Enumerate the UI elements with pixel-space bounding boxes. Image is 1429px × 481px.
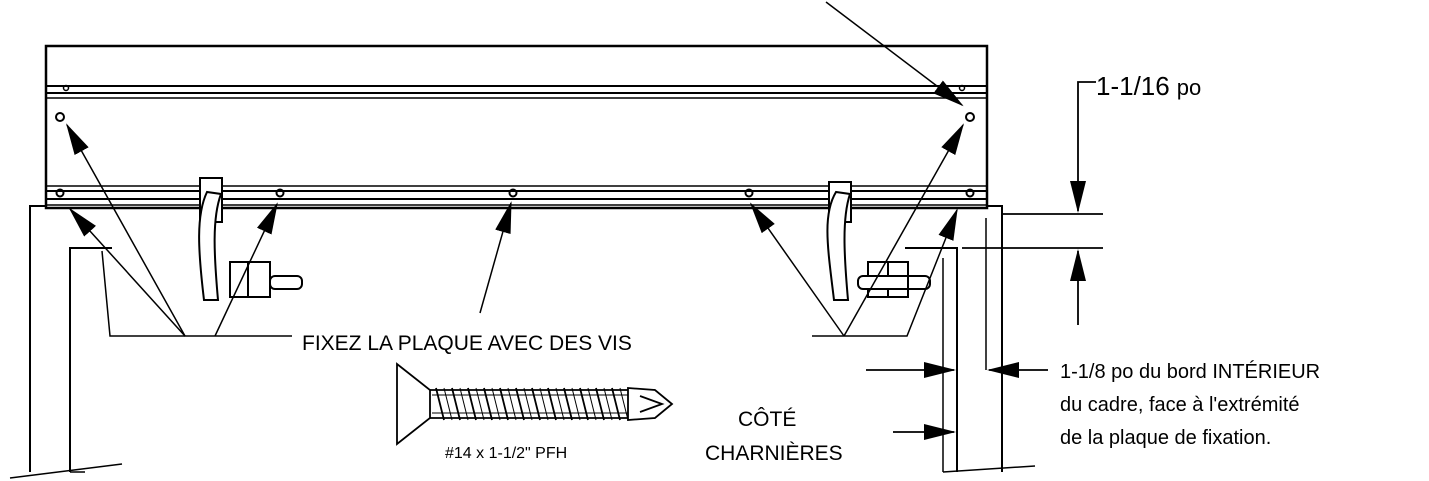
vertical-dimension bbox=[962, 81, 1103, 370]
screw-illustration bbox=[396, 362, 674, 446]
vertical-dimension-unit: po bbox=[1177, 75, 1201, 100]
edge-note-line3: de la plaque de fixation. bbox=[1060, 427, 1271, 449]
vertical-dimension-value: 1-1/16 bbox=[1096, 71, 1170, 101]
screw-hole bbox=[55, 112, 65, 122]
screw-holes bbox=[55, 112, 975, 198]
screw-hole bbox=[275, 188, 285, 198]
screw-hole bbox=[744, 188, 754, 198]
screw-hole bbox=[508, 188, 518, 198]
horizontal-dimension bbox=[866, 362, 1048, 440]
hinge-side-label-line1: CÔTÉ bbox=[738, 408, 796, 431]
hinge-arm-right bbox=[826, 181, 931, 301]
screw-hole bbox=[55, 188, 65, 198]
screw-hole bbox=[965, 112, 975, 122]
edge-note-line2: du cadre, face à l'extrémité bbox=[1060, 394, 1300, 416]
hinge-arm-left bbox=[198, 177, 303, 301]
screw-spec: #14 x 1-1/2" PFH bbox=[445, 445, 567, 462]
hinge-side-label-line2: CHARNIÈRES bbox=[705, 442, 843, 465]
edge-note-line1: 1-1/8 po du bord INTÉRIEUR bbox=[1060, 360, 1320, 383]
vertical-dimension-label: 1-1/16 po bbox=[1096, 71, 1201, 101]
leader-lines bbox=[66, 1, 964, 337]
fasten-instruction: FIXEZ LA PLAQUE AVEC DES VIS bbox=[302, 332, 632, 355]
screw-hole bbox=[965, 188, 975, 198]
door-frame bbox=[9, 205, 1036, 479]
